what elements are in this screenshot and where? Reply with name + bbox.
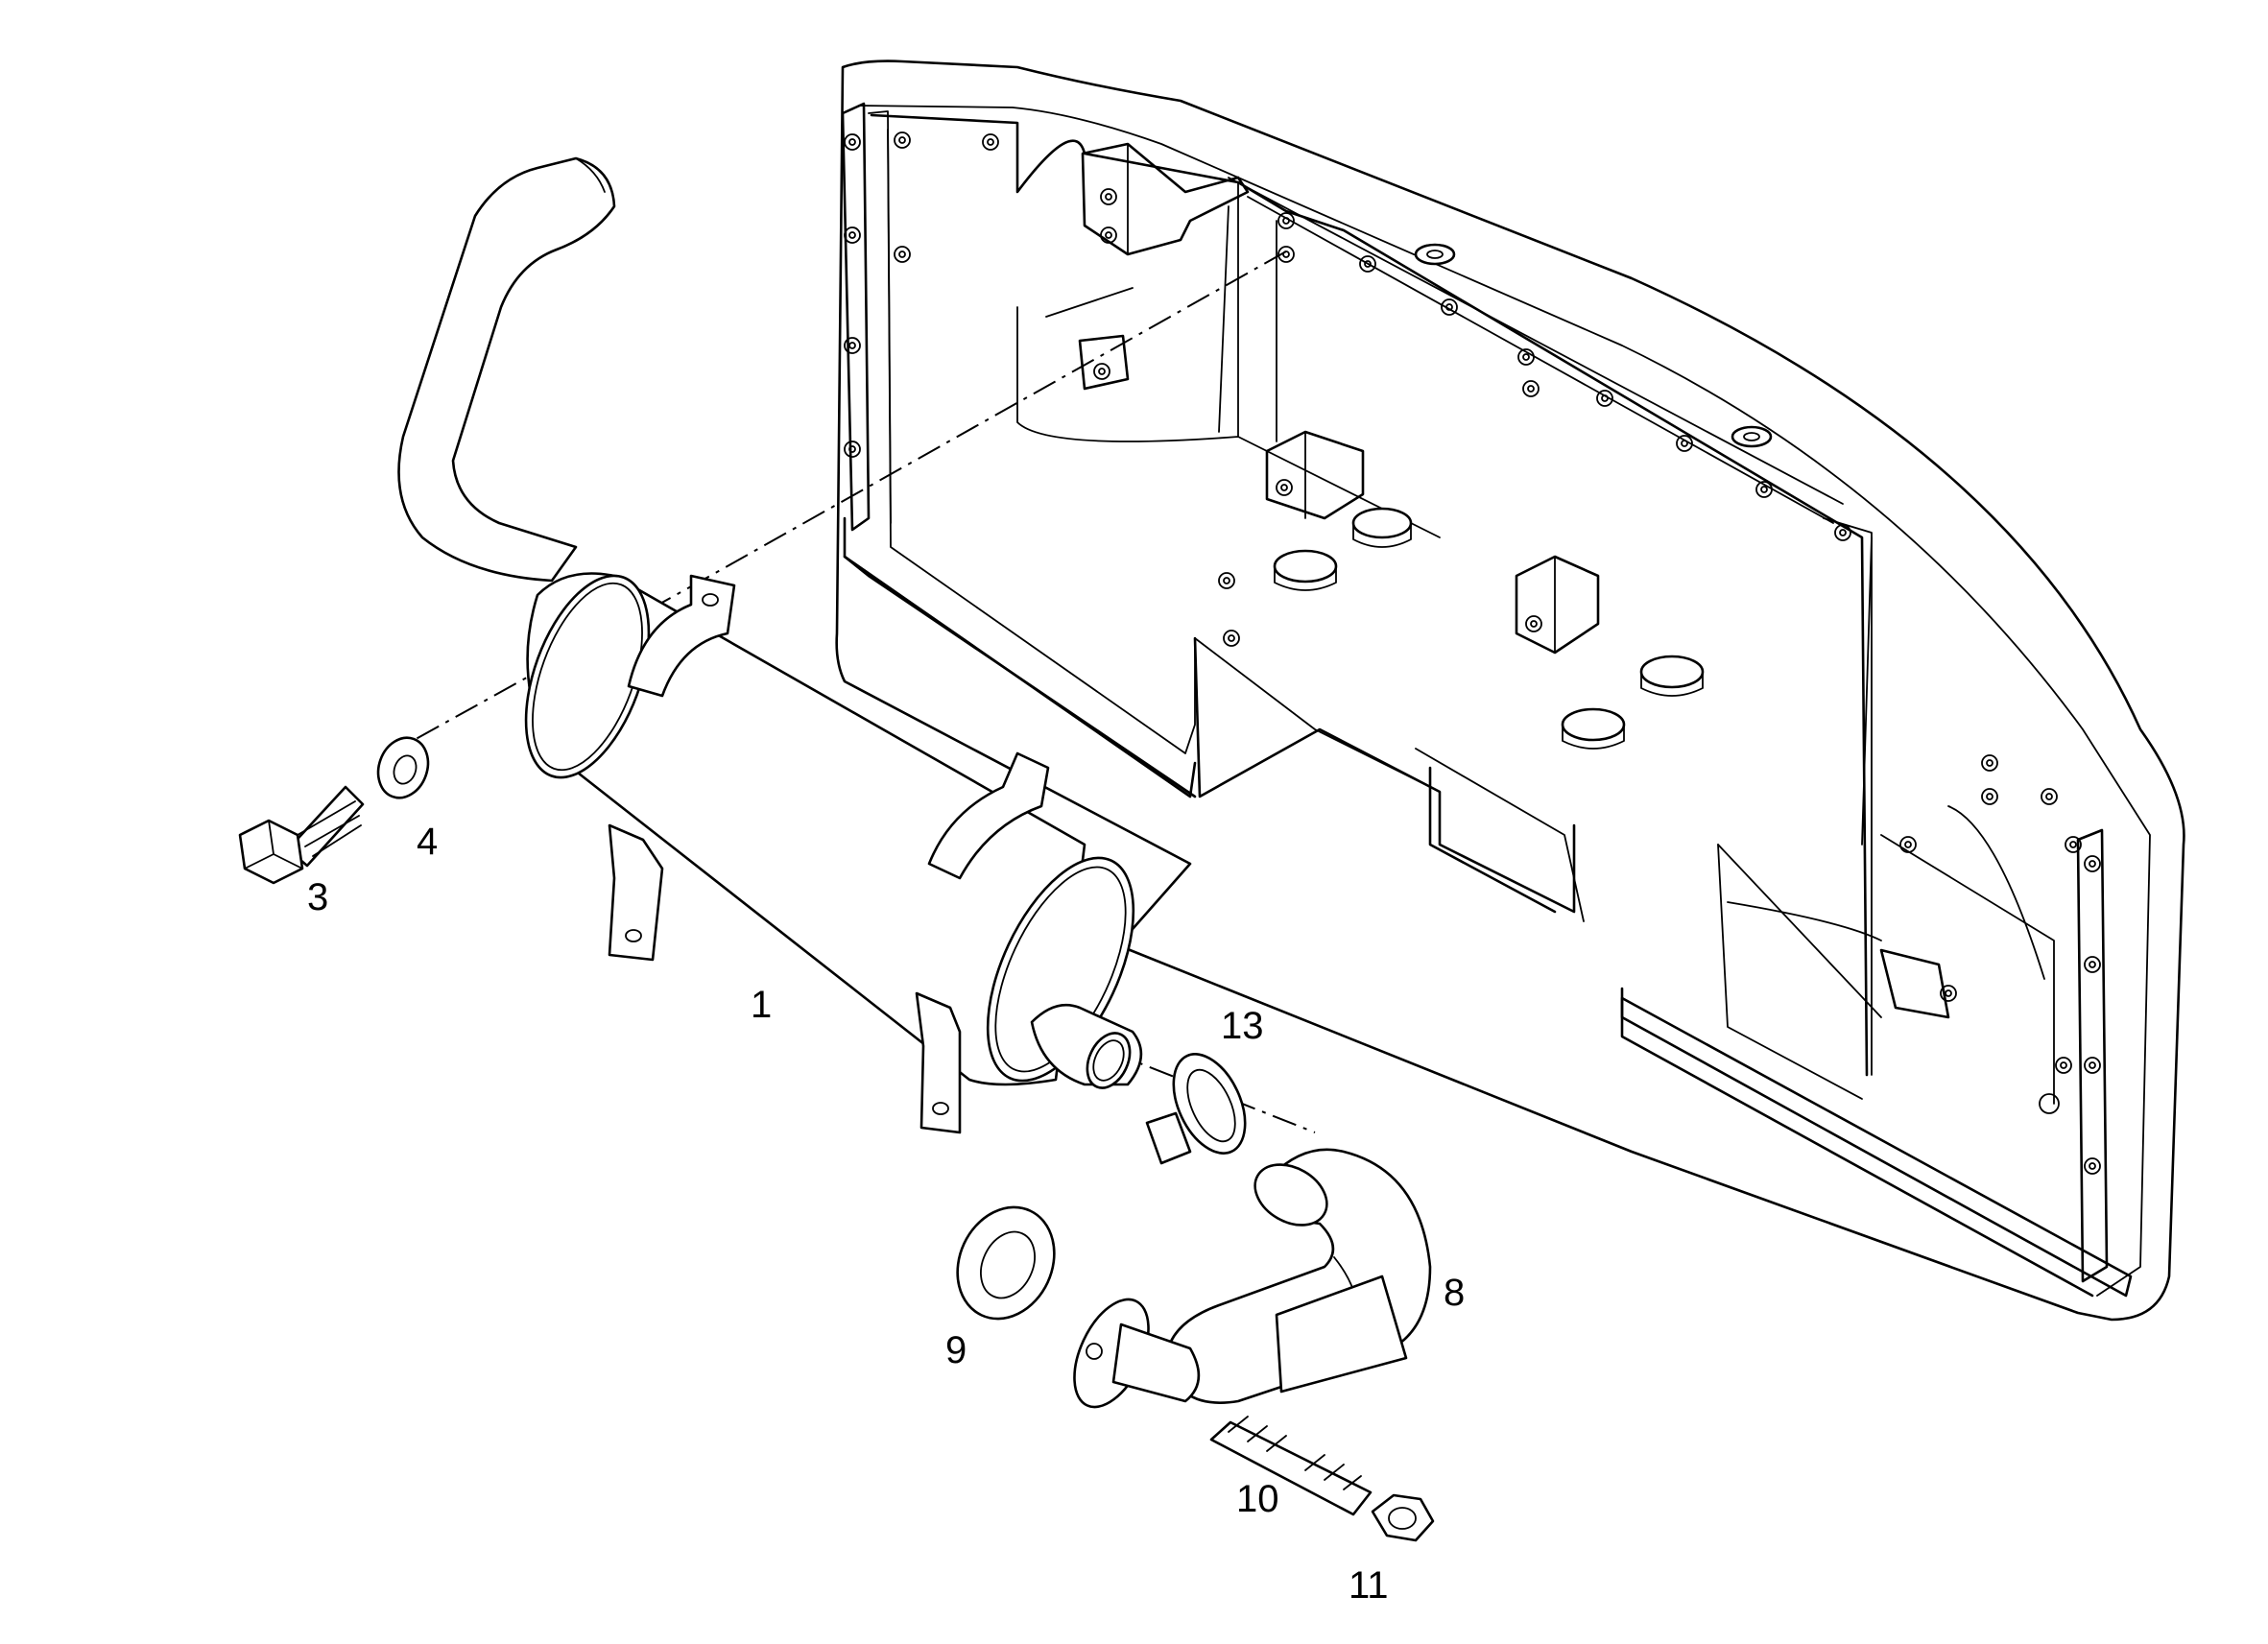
callout-8: 8 bbox=[1444, 1272, 1465, 1314]
callout-11: 11 bbox=[1349, 1564, 1389, 1607]
bolt-part-3 bbox=[238, 785, 365, 885]
assembly-centerline bbox=[391, 250, 1287, 753]
callout-labels: 1 3 4 8 9 10 11 13 bbox=[307, 821, 1465, 1607]
counterweight-frame bbox=[835, 60, 2185, 1322]
callout-4: 4 bbox=[417, 821, 438, 863]
nut-part-11 bbox=[1371, 1493, 1435, 1542]
callout-1: 1 bbox=[751, 984, 772, 1026]
stud-part-10 bbox=[1209, 1416, 1373, 1516]
gasket-part-9 bbox=[956, 1205, 1056, 1321]
callout-3: 3 bbox=[307, 876, 328, 918]
muffler-part-1 bbox=[397, 156, 1143, 1134]
elbow-pipe-part-8 bbox=[1073, 1148, 1432, 1409]
callout-13: 13 bbox=[1221, 1005, 1264, 1047]
washer-part-4 bbox=[376, 736, 430, 799]
callout-10: 10 bbox=[1236, 1478, 1279, 1520]
clamp-part-13 bbox=[1145, 1053, 1247, 1165]
callout-9: 9 bbox=[945, 1329, 967, 1371]
